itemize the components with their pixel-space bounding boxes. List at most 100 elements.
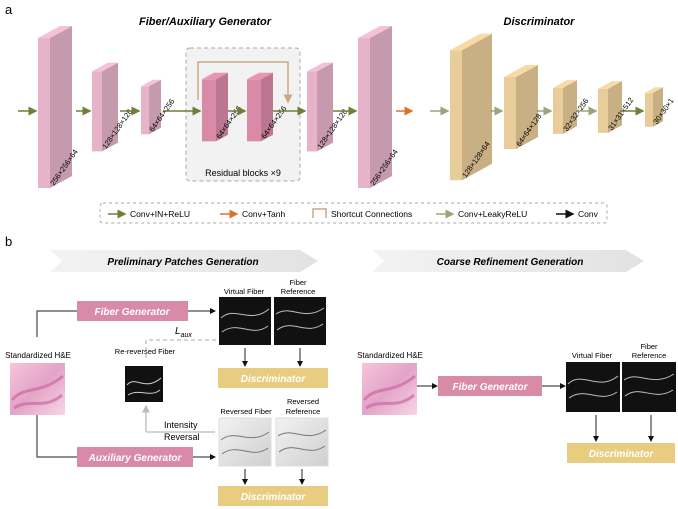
auxiliary-generator-box xyxy=(77,447,193,467)
virtual-fiber-image-right xyxy=(566,362,620,412)
reversed-reference-label-2: Reference xyxy=(286,407,321,416)
fiber-generator-box-left xyxy=(77,301,188,321)
disc-block-4-front xyxy=(598,88,608,133)
shortcut-connection-arrow xyxy=(197,61,293,104)
gen-block-2-top xyxy=(92,62,118,72)
disc-block-2-side xyxy=(516,64,538,150)
disc-block-3-top xyxy=(553,80,577,88)
legend-shortcut-icon xyxy=(312,208,327,218)
he-to-fiber-generator-line xyxy=(36,310,77,337)
auxiliary-generator-label: Auxiliary Generator xyxy=(88,453,183,464)
he-tissue-left xyxy=(10,374,64,410)
gen-block-4-side xyxy=(216,72,228,142)
aux-loss-symbol: Laux xyxy=(175,326,192,339)
fiber-reference-label-left-1: Fiber xyxy=(289,278,307,287)
fiber-generator-box-right xyxy=(438,376,542,396)
legend-conv-in-relu: Conv+IN+ReLU xyxy=(130,209,190,219)
fiber-reference-strands-left xyxy=(275,307,325,331)
gen-block-5-front xyxy=(247,79,261,142)
virtual-fiber-strands-left xyxy=(220,308,270,333)
intensity-reversal-label-2: Reversal xyxy=(164,432,200,442)
reversed-fiber-label: Reversed Fiber xyxy=(220,407,272,416)
fiber-reference-image-right xyxy=(622,362,676,412)
disc-block-5-side xyxy=(653,87,663,127)
gen-block-3-top xyxy=(141,79,161,87)
reversed-reference-strands xyxy=(277,429,327,453)
re-reversed-fiber-strands xyxy=(126,377,162,396)
he-to-auxiliary-generator-line xyxy=(36,414,77,458)
virtual-fiber-image-left xyxy=(219,297,271,345)
disc-block-5-top xyxy=(645,87,663,93)
residual-label: Residual blocks ×9 xyxy=(205,168,281,178)
legend-shortcut: Shortcut Connections xyxy=(331,209,412,219)
aux-loss-dashed-line xyxy=(145,329,269,358)
legend-conv-tanh: Conv+Tanh xyxy=(242,209,286,219)
fiber-reference-strands-right xyxy=(623,373,675,397)
gen-block-2-front xyxy=(92,71,102,152)
gen-block-5-top xyxy=(247,72,273,80)
reversed-fiber-image xyxy=(218,417,272,467)
banner-right-text: Coarse Refinement Generation xyxy=(437,257,584,268)
discriminator-box-bottom xyxy=(218,486,328,506)
discriminator-title: Discriminator xyxy=(504,16,576,28)
reversed-fiber-strands xyxy=(220,431,270,455)
discriminator-box-top xyxy=(218,368,328,388)
banner-left xyxy=(50,250,318,272)
gen-block-4-top xyxy=(202,72,228,80)
fiber-reference-label-left-2: Reference xyxy=(281,287,316,296)
virtual-fiber-label-right: Virtual Fiber xyxy=(572,351,613,360)
gen-block-1-top xyxy=(38,25,72,39)
disc-block-3-side xyxy=(563,80,577,134)
gen-block-7-side xyxy=(370,25,392,189)
gen-block-2-side xyxy=(102,62,118,152)
fiber-generator-label-right: Fiber Generator xyxy=(452,382,528,393)
gen-block-6-front xyxy=(307,71,317,152)
disc-block-1-front xyxy=(450,50,462,181)
generator-title: Fiber/Auxiliary Generator xyxy=(139,16,272,28)
intensity-reversal-label-1: Intensity xyxy=(164,420,198,430)
discriminator-label-top: Discriminator xyxy=(241,374,307,385)
gen-block-3-front xyxy=(141,86,149,135)
he-label-left: Standardized H&E xyxy=(5,351,71,360)
he-label-right: Standardized H&E xyxy=(357,351,423,360)
gen-block-7-front xyxy=(358,38,370,189)
legend-frame xyxy=(99,202,608,224)
gen-block-1-front xyxy=(38,38,50,189)
banner-left-text: Preliminary Patches Generation xyxy=(107,257,258,268)
re-reversed-fiber-label: Re-reversed Fiber xyxy=(115,347,176,356)
disc-block-4-side xyxy=(608,81,622,133)
gen-block-3-side xyxy=(149,79,161,135)
legend-conv: Conv xyxy=(578,209,599,219)
disc-block-2-top xyxy=(504,64,538,78)
virtual-fiber-strands-right xyxy=(567,375,619,399)
he-tissue-right xyxy=(362,374,416,410)
gen-block-4-front xyxy=(202,79,216,142)
disc-block-1-top xyxy=(450,33,492,51)
disc-block-2-front xyxy=(504,77,516,150)
gen-block-1-side xyxy=(50,25,72,189)
fiber-reference-image-left xyxy=(274,297,326,345)
gen-block-6-side xyxy=(317,62,333,152)
legend-conv-leaky: Conv+LeakyReLU xyxy=(458,209,527,219)
panel-a-label: a xyxy=(5,2,13,17)
disc-block-5-front xyxy=(645,92,653,127)
disc-block-3-front xyxy=(553,87,563,134)
virtual-fiber-label-left: Virtual Fiber xyxy=(224,287,265,296)
discriminator-label-bottom: Discriminator xyxy=(241,492,307,503)
discriminator-label-right: Discriminator xyxy=(589,449,655,460)
discriminator-box-right xyxy=(567,443,675,463)
panel-b-label: b xyxy=(5,234,12,249)
fiber-generator-label-left: Fiber Generator xyxy=(94,307,170,318)
disc-block-1-side xyxy=(462,33,492,181)
gen-block-6-top xyxy=(307,62,333,72)
banner-right xyxy=(372,250,644,272)
gen-block-5-side xyxy=(261,72,273,142)
fiber-reference-label-right-1: Fiber xyxy=(640,342,658,351)
disc-block-4-top xyxy=(598,81,622,89)
reversed-reference-label-1: Reversed xyxy=(287,397,319,406)
gen-block-7-top xyxy=(358,25,392,39)
fiber-reference-label-right-2: Reference xyxy=(632,351,667,360)
reversed-reference-image xyxy=(275,417,329,467)
